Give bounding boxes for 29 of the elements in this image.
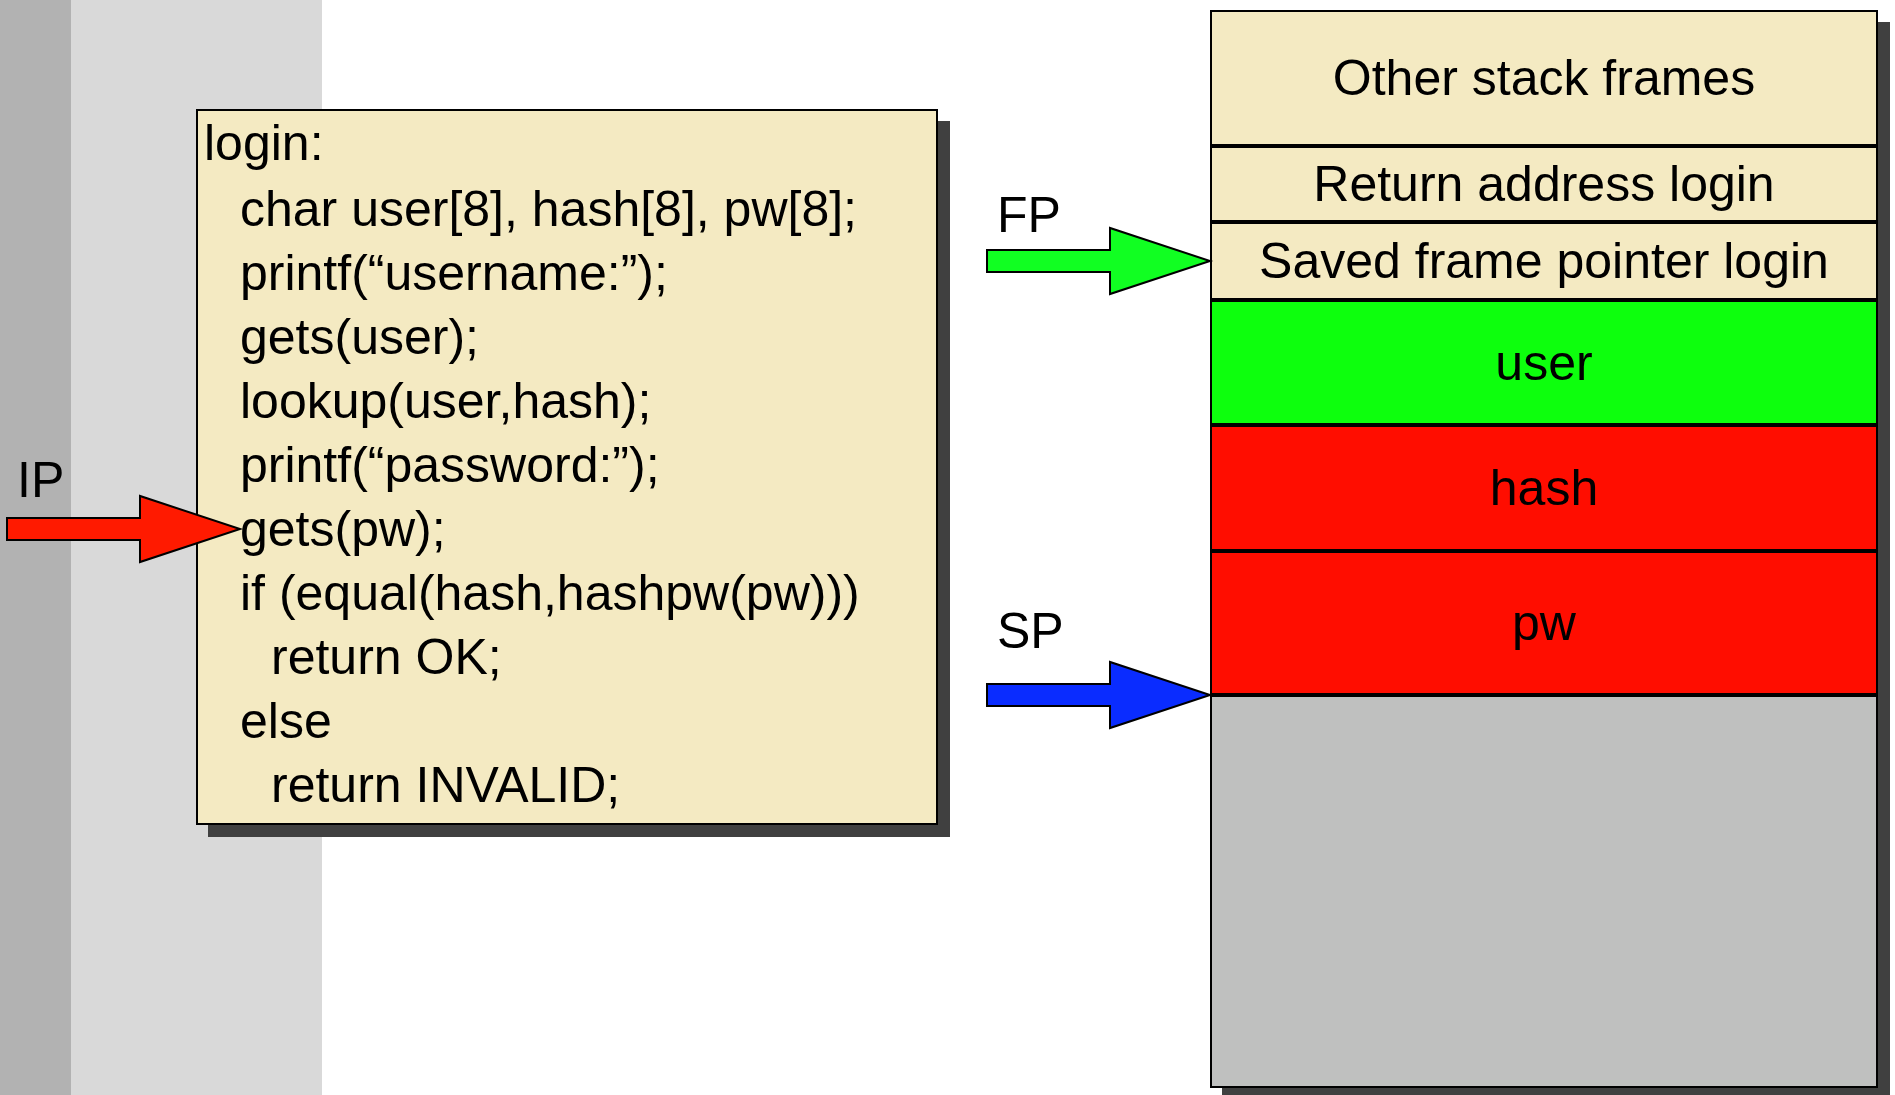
cell-label: user: [1495, 333, 1593, 393]
code-text: return OK;: [271, 629, 502, 685]
cell-label: Return address login: [1313, 155, 1775, 214]
code-text: char user[8], hash[8], pw[8];: [240, 181, 857, 237]
code-text: printf(“password:”);: [240, 437, 660, 493]
free-stack-area: [1210, 695, 1878, 1088]
cell-label: pw: [1512, 594, 1576, 653]
stack-frame-cell: [1210, 10, 1878, 146]
pointer-text: FP: [997, 187, 1061, 243]
pointer-arrow: [986, 226, 1214, 296]
code-text: return INVALID;: [271, 757, 621, 813]
cell-label: hash: [1489, 459, 1599, 518]
stack-frame-cell: [1210, 222, 1878, 300]
stack-frame-cell: [1210, 146, 1878, 222]
code-text: printf(“username:”);: [240, 245, 668, 301]
code-text: if (equal(hash,hashpw(pw))): [240, 565, 860, 621]
stack-variable-cell: [1210, 425, 1878, 551]
pointer-text: SP: [997, 603, 1064, 659]
code-text: gets(user);: [240, 309, 479, 365]
pointer-text: IP: [17, 452, 65, 508]
code-label: login:: [204, 114, 324, 173]
cell-label: Saved frame pointer login: [1259, 232, 1829, 291]
code-text: lookup(user,hash);: [240, 373, 652, 429]
pointer-arrow: [6, 494, 244, 564]
cell-label: Other stack frames: [1332, 49, 1756, 108]
stack-variable-cell: [1210, 300, 1878, 425]
stack-variable-cell: [1210, 551, 1878, 695]
code-text: else: [240, 693, 332, 749]
code-text: gets(pw);: [240, 501, 446, 557]
